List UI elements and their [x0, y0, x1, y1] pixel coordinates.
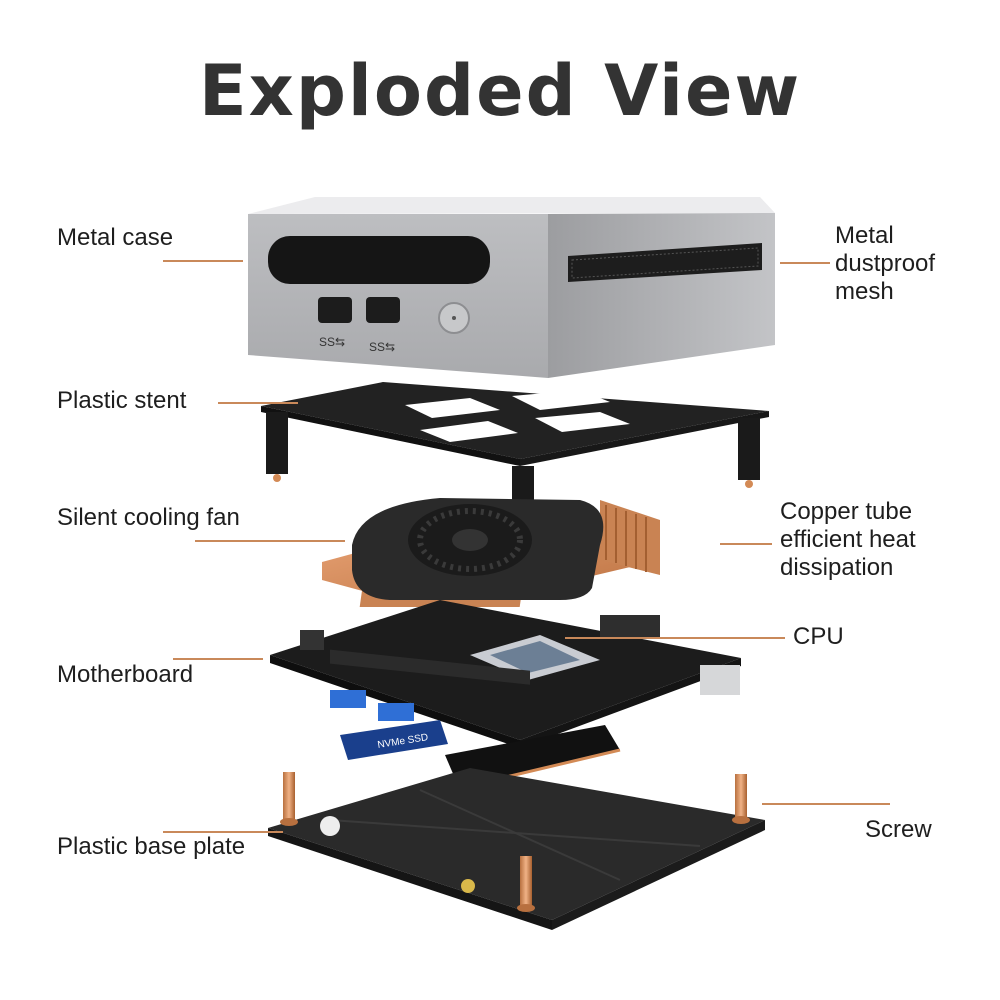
usb-symbol-2: SS⇆	[369, 340, 395, 354]
stent-opening-1	[405, 398, 500, 418]
usb-a-port-2	[378, 703, 414, 721]
motherboard	[270, 600, 741, 748]
leader-screw	[762, 803, 890, 805]
fan-hub	[452, 529, 488, 551]
label-mesh-line-1: Metal	[835, 222, 894, 249]
metal-case: SS⇆ SS⇆	[248, 197, 775, 378]
screw-2	[735, 774, 747, 820]
plastic-stent	[261, 382, 769, 536]
label-silent-cooling-fan: Silent cooling fan	[57, 504, 240, 531]
leader-mesh	[780, 262, 830, 264]
standoff-screws	[280, 772, 750, 912]
label-metal-dustproof-mesh: Metal dustproof mesh	[835, 222, 935, 306]
label-screw: Screw	[865, 816, 932, 843]
board-components	[300, 615, 660, 685]
leader-motherboard	[173, 658, 263, 660]
usb-port-1	[318, 297, 352, 323]
usb-a-port-1	[330, 690, 366, 708]
leader-base-plate	[163, 831, 283, 833]
leader-cpu	[565, 637, 785, 639]
stent-leg-2	[738, 418, 760, 480]
base-hole-1	[320, 816, 340, 836]
leader-plastic-stent	[218, 402, 298, 404]
side-connector	[700, 665, 740, 695]
label-mesh-line-2: dustproof	[835, 250, 936, 277]
usb-symbol-1: SS⇆	[319, 335, 345, 349]
label-copper-line-3: dissipation	[780, 554, 894, 581]
stent-opening-4	[535, 412, 630, 432]
screw-1	[283, 772, 295, 822]
label-plastic-stent: Plastic stent	[57, 387, 187, 414]
cooling-fan-assembly	[322, 498, 660, 612]
base-foot	[461, 879, 475, 893]
fan-blades	[417, 508, 523, 572]
label-metal-case: Metal case	[57, 224, 174, 251]
stent-opening-3	[420, 421, 518, 442]
case-side	[548, 213, 775, 378]
label-copper-line-1: Copper tube	[780, 498, 913, 525]
label-copper-line-2: efficient heat	[780, 526, 916, 553]
leader-cooling-fan	[195, 540, 345, 542]
usb-port-2	[366, 297, 400, 323]
screw-3	[520, 856, 532, 908]
plastic-base-plate	[268, 768, 765, 930]
leader-metal-case	[163, 260, 243, 262]
ssd-module: NVMe SSD	[340, 720, 448, 760]
label-plastic-base-plate: Plastic base plate	[57, 833, 246, 860]
metal-dustproof-mesh	[568, 243, 762, 282]
stent-leg-1	[266, 412, 288, 474]
label-copper-tube: Copper tube efficient heat dissipation	[780, 498, 916, 582]
label-mesh-line-3: mesh	[835, 278, 894, 305]
power-led	[452, 316, 456, 320]
stent-opening-2	[512, 390, 610, 410]
leader-copper-tube	[720, 543, 772, 545]
case-vent-front	[268, 236, 490, 284]
case-top	[248, 197, 775, 214]
copper-fins	[600, 500, 660, 575]
label-cpu: CPU	[793, 623, 844, 650]
page-title: Exploded View	[198, 50, 802, 132]
label-motherboard: Motherboard	[57, 661, 194, 688]
